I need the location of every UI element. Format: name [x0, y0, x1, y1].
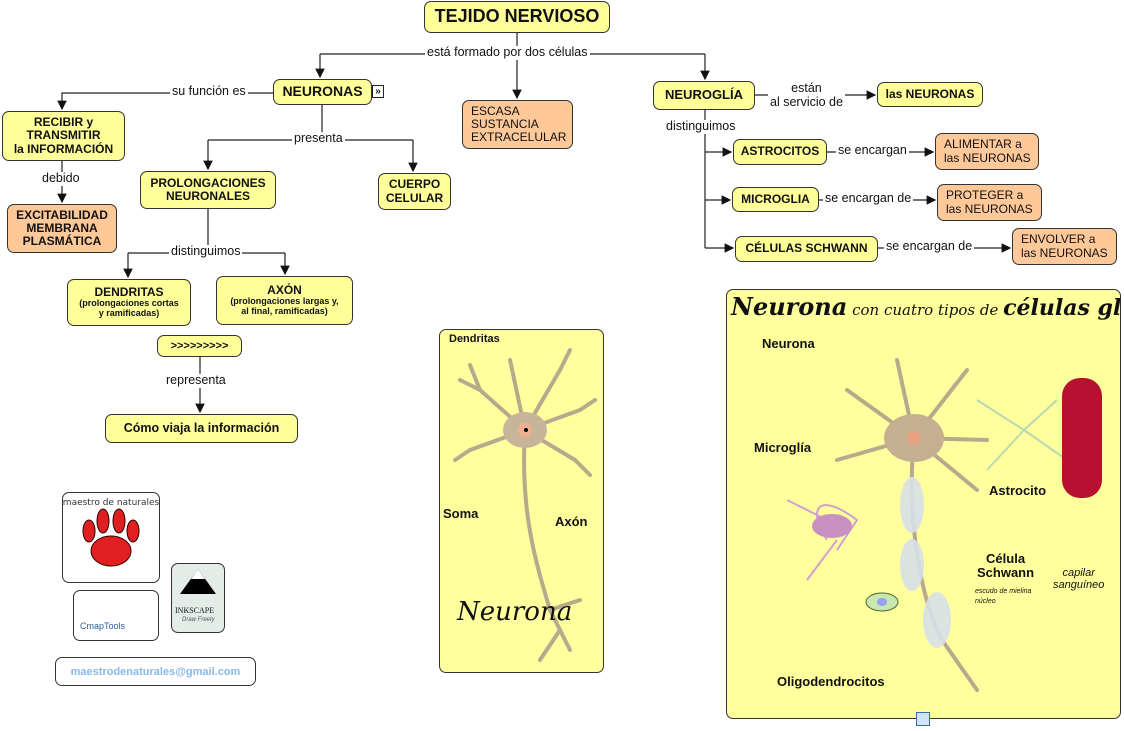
cmaptools-logo[interactable]: CmapTools: [73, 590, 159, 641]
label-schwann: Célula Schwann: [977, 551, 1035, 581]
label-capilar: capilar sanguíneo: [1053, 567, 1105, 591]
link-label-encargan-1: se encargan: [836, 143, 909, 158]
node-arrows[interactable]: >>>>>>>>>: [157, 335, 242, 357]
neuron-illustration: [453, 348, 597, 662]
glia-title-c: células glías: [1003, 295, 1121, 321]
inkscape-text: INKSCAPE: [175, 606, 215, 615]
link-label-encargan-3: se encargan de: [884, 239, 975, 254]
node-neuroglia[interactable]: NEUROGLÍA: [653, 81, 755, 110]
glia-image-panel: Neurona con cuatro tipos de células glía…: [726, 289, 1121, 719]
node-como-viaja[interactable]: Cómo viaja la información: [105, 414, 298, 443]
node-cuerpo[interactable]: CUERPO CELULAR: [378, 173, 451, 210]
dendritas-title: DENDRITAS: [94, 285, 164, 300]
node-dendritas[interactable]: DENDRITAS(prolongaciones cortas y ramifi…: [67, 279, 191, 326]
label-dendritas: Dendritas: [449, 333, 500, 345]
link-label-distinguimos: distinguimos: [169, 244, 243, 259]
label-oligodendrocitos: Oligodendrocitos: [777, 674, 885, 689]
link-label-presenta: presenta: [292, 131, 345, 146]
node-prolongaciones[interactable]: PROLONGACIONES NEURONALES: [140, 171, 276, 209]
inkscape-icon: [180, 569, 216, 594]
label-nucleo: núcleo: [975, 598, 996, 605]
link-label-encargan-2: se encargan de: [823, 191, 914, 206]
paw-icon: maestro de naturales: [63, 498, 160, 567]
link-label-funcion: su función es: [170, 84, 248, 99]
link-label-representa: representa: [164, 373, 228, 388]
inkscape-sub: Draw Freely: [182, 617, 215, 623]
node-schwann[interactable]: CÉLULAS SCHWANN: [735, 236, 878, 262]
axon-title: AXÓN: [267, 283, 302, 298]
svg-text:maestro de naturales: maestro de naturales: [63, 498, 159, 508]
expand-icon[interactable]: »: [372, 85, 384, 98]
dendritas-sub: (prolongaciones cortas y ramificadas): [79, 298, 179, 319]
node-escasa[interactable]: ESCASA SUSTANCIA EXTRACELULAR: [462, 100, 573, 149]
label-axon: Axón: [555, 514, 588, 529]
glia-title-b: con cuatro tipos de: [847, 301, 1004, 319]
image-icon[interactable]: [916, 712, 930, 726]
cmaptools-text: CmapTools: [80, 621, 126, 631]
label-microglia: Microglía: [754, 440, 812, 455]
node-astrocitos[interactable]: ASTROCITOS: [733, 139, 827, 165]
label-mielina: escudo de mielina: [975, 588, 1032, 595]
glia-illustration: [786, 358, 1102, 692]
label-astrocito: Astrocito: [989, 483, 1047, 498]
link-label-distinguimos-glia: distinguimos: [664, 119, 738, 134]
link-label-debido: debido: [40, 171, 82, 186]
inkscape-logo[interactable]: INKSCAPE Draw Freely: [171, 563, 225, 633]
title-node[interactable]: TEJIDO NERVIOSO: [424, 1, 610, 33]
node-microglia[interactable]: MICROGLIA: [732, 187, 819, 212]
node-las-neuronas[interactable]: las NEURONAS: [877, 82, 983, 107]
neurona-title: Neurona: [457, 597, 573, 627]
node-alimentar[interactable]: ALIMENTAR a las NEURONAS: [935, 133, 1039, 170]
node-envolver[interactable]: ENVOLVER a las NEURONAS: [1012, 228, 1117, 265]
link-label-servicio: están al servicio de: [768, 81, 845, 110]
node-proteger[interactable]: PROTEGER a las NEURONAS: [937, 184, 1042, 221]
email-link[interactable]: maestrodenaturales@gmail.com: [55, 657, 256, 686]
glia-title-a: Neurona: [731, 292, 848, 321]
label-soma: Soma: [443, 506, 479, 521]
node-axon[interactable]: AXÓN(prolongaciones largas y, al final, …: [216, 276, 353, 325]
maestro-logo[interactable]: maestro de naturales: [62, 492, 160, 583]
node-excitabilidad[interactable]: EXCITABILIDAD MEMBRANA PLASMÁTICA: [7, 204, 117, 253]
node-neuronas[interactable]: NEURONAS: [273, 79, 372, 105]
glia-title: Neurona con cuatro tipos de células glía…: [731, 292, 1121, 321]
axon-sub: (prolongaciones largas y, al final, rami…: [230, 296, 339, 317]
link-label-formado: está formado por dos células: [425, 45, 590, 60]
label-neurona: Neurona: [762, 336, 815, 351]
neurona-image-panel: Dendritas Soma Axón Neurona: [439, 329, 604, 673]
node-recibir[interactable]: RECIBIR y TRANSMITIR la INFORMACIÓN: [2, 111, 125, 161]
